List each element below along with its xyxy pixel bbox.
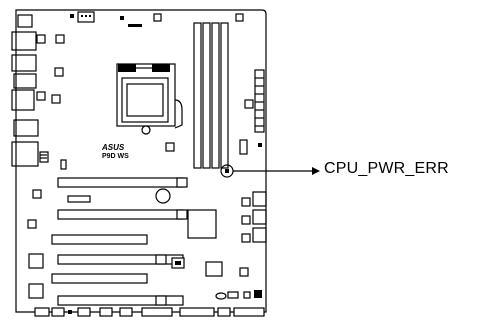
components-small [27,13,254,299]
brand-logo: ASUS [101,143,125,152]
top-header [70,11,142,27]
chipset [171,209,223,277]
sata-connectors [241,191,267,243]
board-branding: ASUS P9D WS [60,143,129,170]
arrow-right-icon [233,167,320,175]
bottom-right-components [215,267,262,300]
atx-power-connector [239,69,265,155]
callout-label-cpu-pwr-err: CPU_PWR_ERR [324,160,449,177]
model-name: P9D WS [102,153,129,160]
cmos-battery [155,188,171,204]
bottom-headers [34,307,265,317]
cpu-socket [116,63,183,135]
rear-io-ports [11,14,49,167]
pcie-slots [51,177,188,306]
dimm-slots [193,22,229,169]
